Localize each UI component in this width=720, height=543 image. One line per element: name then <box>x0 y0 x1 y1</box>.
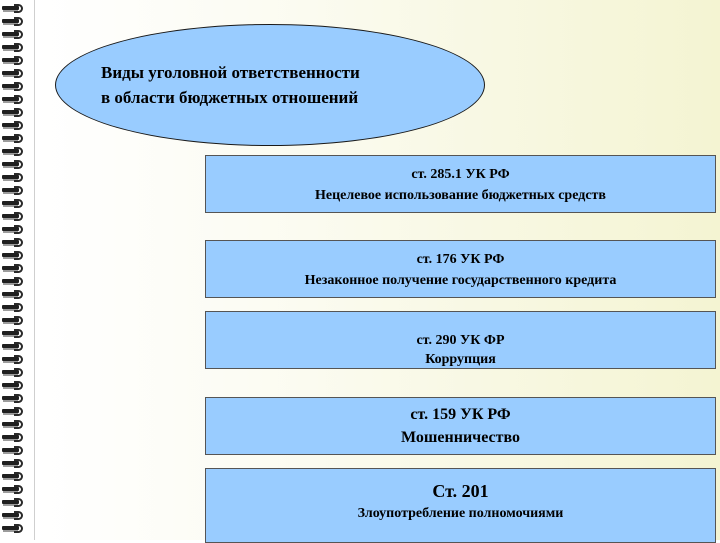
title-ellipse <box>55 24 485 146</box>
spiral-ring-icon <box>2 524 28 535</box>
spiral-ring-icon <box>2 511 28 522</box>
spiral-ring-icon <box>2 56 28 67</box>
spiral-ring-icon <box>2 342 28 353</box>
article-number: ст. 176 УК РФ <box>416 252 505 267</box>
spiral-ring-icon <box>2 212 28 223</box>
spiral-ring-icon <box>2 368 28 379</box>
article-number: ст. 285.1 УК РФ <box>411 167 510 182</box>
article-description: Нецелевое использование бюджетных средст… <box>315 188 606 203</box>
spiral-ring-icon <box>2 69 28 80</box>
spiral-ring-icon <box>2 43 28 54</box>
spiral-ring-icon <box>2 160 28 171</box>
spiral-ring-icon <box>2 290 28 301</box>
spiral-ring-icon <box>2 407 28 418</box>
spiral-ring-icon <box>2 134 28 145</box>
article-description: Злоупотребление полномочиями <box>357 506 564 521</box>
spiral-ring-icon <box>2 316 28 327</box>
article-box-290: ст. 290 УК ФР Коррупция <box>205 311 716 369</box>
spiral-ring-icon <box>2 459 28 470</box>
spiral-ring-icon <box>2 17 28 28</box>
spiral-ring-icon <box>2 4 28 15</box>
spiral-ring-icon <box>2 277 28 288</box>
article-box-285-1: ст. 285.1 УК РФ Нецелевое использование … <box>205 155 716 213</box>
spiral-ring-icon <box>2 173 28 184</box>
spiral-ring-icon <box>2 381 28 392</box>
spiral-ring-icon <box>2 420 28 431</box>
spiral-ring-icon <box>2 498 28 509</box>
article-description: Незаконное получение государственного кр… <box>304 273 617 288</box>
spiral-ring-icon <box>2 264 28 275</box>
article-box-176: ст. 176 УК РФ Незаконное получение госуд… <box>205 240 716 298</box>
spiral-ring-icon <box>2 329 28 340</box>
spiral-ring-icon <box>2 225 28 236</box>
spiral-ring-icon <box>2 472 28 483</box>
article-box-201: Ст. 201 Злоупотребление полномочиями <box>205 468 716 543</box>
article-number: ст. 159 УК РФ <box>410 406 511 423</box>
spiral-ring-icon <box>2 186 28 197</box>
slide-page: Виды уголовной ответственности в области… <box>34 0 720 543</box>
spiral-ring-icon <box>2 95 28 106</box>
article-number: ст. 290 УК ФР <box>416 333 505 348</box>
spiral-ring-icon <box>2 446 28 457</box>
title-line-1: Виды уголовной ответственности <box>101 63 360 82</box>
title-text: Виды уголовной ответственности в области… <box>101 60 471 110</box>
spiral-ring-icon <box>2 108 28 119</box>
spiral-ring-icon <box>2 394 28 405</box>
spiral-ring-icon <box>2 251 28 262</box>
spiral-ring-icon <box>2 303 28 314</box>
spiral-ring-icon <box>2 355 28 366</box>
article-description: Коррупция <box>425 352 496 367</box>
spiral-ring-icon <box>2 82 28 93</box>
title-line-2: в области бюджетных отношений <box>101 88 359 107</box>
spiral-ring-icon <box>2 199 28 210</box>
article-number: Ст. 201 <box>432 481 489 501</box>
spiral-ring-icon <box>2 485 28 496</box>
article-box-159: ст. 159 УК РФ Мошенничество <box>205 397 716 455</box>
spiral-binding-icon <box>0 0 34 540</box>
article-description: Мошенничество <box>401 429 520 446</box>
spiral-ring-icon <box>2 30 28 41</box>
spiral-ring-icon <box>2 433 28 444</box>
spiral-ring-icon <box>2 238 28 249</box>
spiral-ring-icon <box>2 147 28 158</box>
spiral-ring-icon <box>2 121 28 132</box>
